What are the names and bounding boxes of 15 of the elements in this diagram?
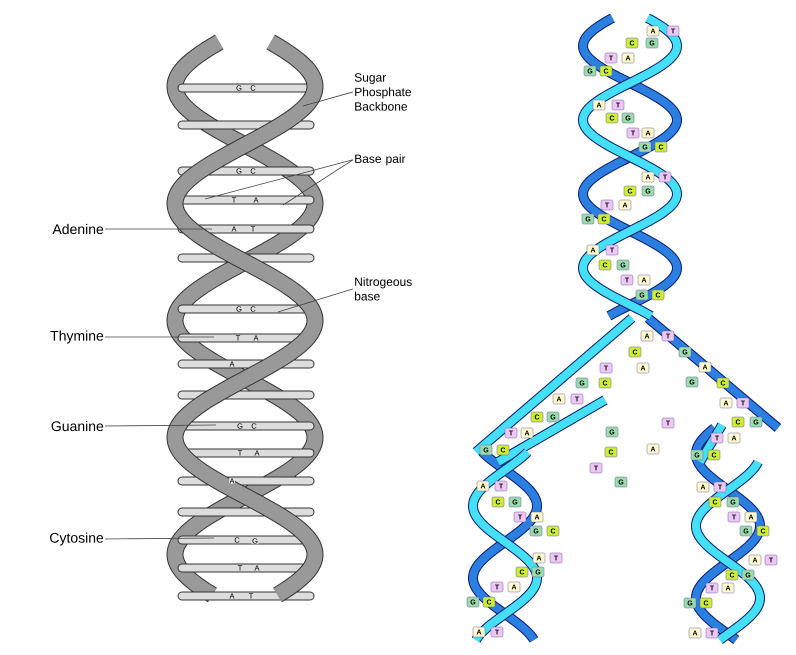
callout-label: Thymine <box>50 330 104 344</box>
leader-line <box>104 228 212 230</box>
leader-line <box>278 288 354 312</box>
callout-label: Sugar Phosphate Backbone <box>354 73 412 111</box>
leader-line <box>104 424 216 426</box>
callout-label: Adenine <box>52 224 104 234</box>
leader-line <box>302 92 354 106</box>
leader-line <box>282 159 354 206</box>
callout-label: Cytosine <box>50 532 104 546</box>
leader-line <box>104 336 214 338</box>
leader-line <box>104 538 214 540</box>
callout-label: Nitrogeous base <box>354 277 412 301</box>
callout-label: Base pair <box>355 154 406 166</box>
leader-line <box>204 159 354 200</box>
callout-label: Guanine <box>52 420 104 432</box>
